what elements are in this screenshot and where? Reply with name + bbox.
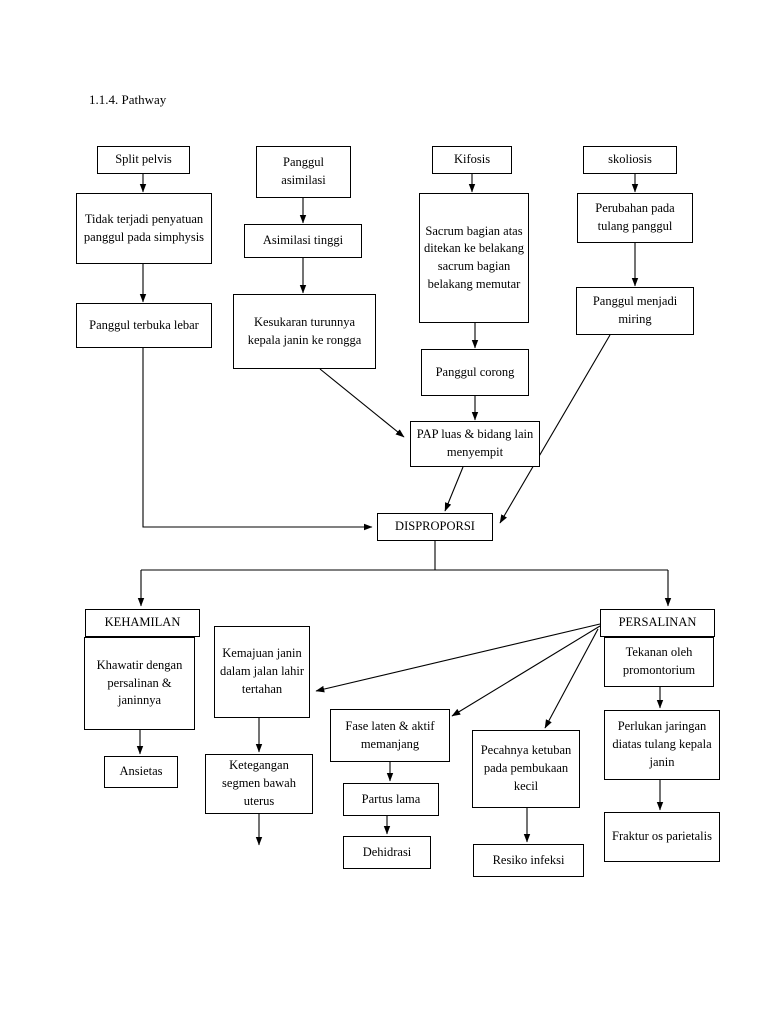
node-resiko-infeksi[interactable]: Resiko infeksi [473, 844, 584, 877]
node-tekanan-promontorium[interactable]: Tekanan oleh promontorium [604, 637, 714, 687]
edge-pap-luas-to-disproporsi [444, 466, 464, 512]
node-fase-laten-aktif[interactable]: Fase laten & aktif memanjang [330, 709, 450, 762]
node-split-pelvis[interactable]: Split pelvis [97, 146, 190, 174]
node-panggul-asimilasi[interactable]: Panggul asimilasi [256, 146, 351, 198]
node-kifosis[interactable]: Kifosis [432, 146, 512, 174]
node-perubahan-tulang-panggul[interactable]: Perubahan pada tulang panggul [577, 193, 693, 243]
node-khawatir[interactable]: Khawatir dengan persalinan & janinnya [84, 637, 195, 730]
edge-panggul-terbuka-to-disproporsi [142, 348, 373, 531]
node-persalinan[interactable]: PERSALINAN [600, 609, 715, 637]
page-title: 1.1.4. Pathway [89, 92, 167, 107]
node-partus-lama[interactable]: Partus lama [343, 783, 439, 816]
node-kemajuan-janin[interactable]: Kemajuan janin dalam jalan lahir tertaha… [214, 626, 310, 718]
node-dehidrasi[interactable]: Dehidrasi [343, 836, 431, 869]
node-sacrum-bagian-atas[interactable]: Sacrum bagian atas ditekan ke belakang s… [419, 193, 529, 323]
node-fraktur-os-parietalis[interactable]: Fraktur os parietalis [604, 812, 720, 862]
node-panggul-menjadi-miring[interactable]: Panggul menjadi miring [576, 287, 694, 335]
edge-kesukaran-to-pap-luas [319, 368, 405, 438]
node-skoliosis[interactable]: skoliosis [583, 146, 677, 174]
node-kehamilan[interactable]: KEHAMILAN [85, 609, 200, 637]
node-pecahnya-ketuban[interactable]: Pecahnya ketuban pada pembukaan kecil [472, 730, 580, 808]
node-ketegangan-segmen[interactable]: Ketegangan segmen bawah uterus [205, 754, 313, 814]
node-kesukaran-turunnya[interactable]: Kesukaran turunnya kepala janin ke rongg… [233, 294, 376, 369]
node-tidak-terjadi-penyatuan[interactable]: Tidak terjadi penyatuan panggul pada sim… [76, 193, 212, 264]
edge-persalinan-to-kemajuan [315, 623, 601, 693]
node-disproporsi[interactable]: DISPROPORSI [377, 513, 493, 541]
node-panggul-terbuka-lebar[interactable]: Panggul terbuka lebar [76, 303, 212, 348]
edge-persalinan-to-pecahnya [544, 628, 599, 729]
node-ansietas[interactable]: Ansietas [104, 756, 178, 788]
node-panggul-corong[interactable]: Panggul corong [421, 349, 529, 396]
node-pap-luas[interactable]: PAP luas & bidang lain menyempit [410, 421, 540, 467]
node-perlukan-jaringan[interactable]: Perlukan jaringan diatas tulang kepala j… [604, 710, 720, 780]
edge-persalinan-to-fase-laten [451, 625, 601, 717]
node-asimilasi-tinggi[interactable]: Asimilasi tinggi [244, 224, 362, 258]
